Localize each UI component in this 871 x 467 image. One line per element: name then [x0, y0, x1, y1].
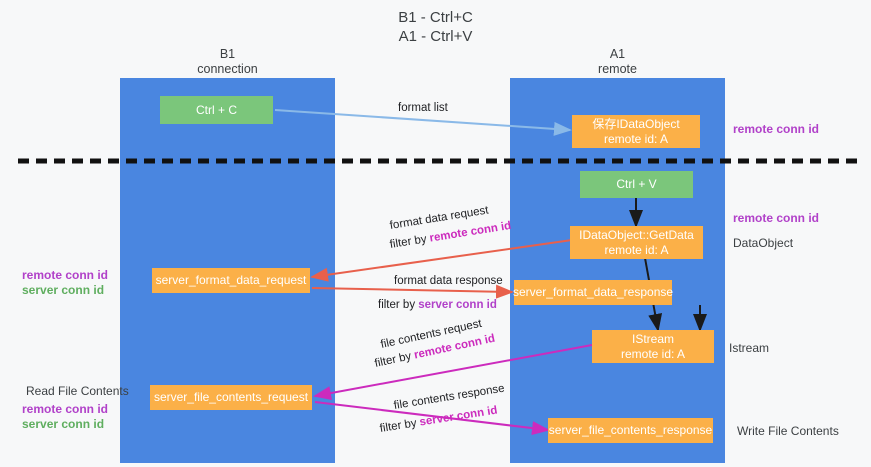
- box-server-format-data-response-line-0: server_format_data_response: [512, 285, 674, 299]
- filter-value-server-conn-id: server conn id: [418, 299, 497, 311]
- right-label-remote-conn-id-mid: remote conn id: [733, 211, 820, 225]
- box-ctrl-v[interactable]: Ctrl + V: [580, 171, 693, 198]
- box-istream-line-1: remote id: A: [620, 346, 686, 361]
- edge-label-format-data-response: format data response: [394, 275, 503, 287]
- box-server-format-data-request[interactable]: server_format_data_request: [152, 268, 310, 293]
- box-idataobject-getdata[interactable]: IDataObject::GetData remote id: A: [570, 226, 703, 259]
- right-label-write-file-contents: Write File Contents: [737, 424, 839, 438]
- left-label-remote-conn-id-bottom: remote conn id: [22, 402, 109, 416]
- box-idataobject-getdata-line-0: IDataObject::GetData: [579, 227, 694, 242]
- box-server-file-contents-response[interactable]: server_file_contents_response: [548, 418, 713, 443]
- left-label-read-file-contents: Read File Contents: [26, 384, 129, 398]
- edge-label-format-list: format list: [398, 102, 448, 114]
- filter-prefix: filter by: [373, 349, 416, 370]
- box-save-idataobject-line-0: 保存IDataObject: [592, 116, 680, 131]
- filter-prefix: filter by: [378, 416, 421, 435]
- box-ctrl-c-line-0: Ctrl + C: [195, 102, 237, 117]
- left-label-server-conn-id-bottom: server conn id: [22, 417, 105, 431]
- lane-header-a1: A1 remote: [598, 47, 637, 76]
- box-save-idataobject[interactable]: 保存IDataObject remote id: A: [572, 115, 700, 148]
- lane-header-b1: B1 connection: [197, 47, 258, 76]
- right-label-dataobject: DataObject: [733, 236, 794, 250]
- box-server-format-data-response[interactable]: server_format_data_response: [512, 280, 674, 305]
- box-server-file-contents-request-line-0: server_file_contents_request: [153, 390, 309, 404]
- box-server-file-contents-response-line-0: server_file_contents_response: [548, 423, 713, 437]
- right-label-istream: Istream: [729, 341, 770, 355]
- box-save-idataobject-line-1: remote id: A: [603, 131, 669, 146]
- box-ctrl-v-line-0: Ctrl + V: [616, 177, 657, 191]
- page-title: B1 - Ctrl+C A1 - Ctrl+V: [398, 9, 473, 45]
- right-label-remote-conn-id-top: remote conn id: [733, 122, 820, 136]
- filter-prefix: filter by: [378, 299, 419, 311]
- left-label-remote-conn-id-mid: remote conn id: [22, 268, 109, 282]
- box-idataobject-getdata-line-1: remote id: A: [604, 242, 669, 257]
- edge-label-format-data-response-filter: filter by server conn id: [378, 298, 497, 313]
- box-ctrl-c[interactable]: Ctrl + C: [160, 96, 273, 124]
- box-istream[interactable]: IStream remote id: A: [592, 330, 714, 363]
- left-label-server-conn-id-mid: server conn id: [22, 283, 105, 297]
- box-server-file-contents-request[interactable]: server_file_contents_request: [150, 385, 312, 410]
- box-server-format-data-request-line-0: server_format_data_request: [155, 273, 307, 287]
- filter-prefix: filter by: [388, 232, 431, 251]
- box-istream-line-0: IStream: [631, 331, 674, 346]
